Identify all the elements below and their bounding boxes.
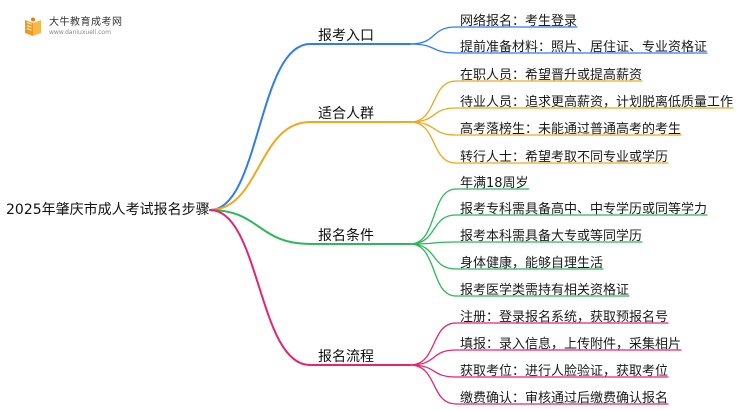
- leaf-node: 报考本科需具备大专或等同学历: [460, 229, 643, 244]
- leaf-connector: [409, 214, 708, 245]
- leaf-node: 缴费确认：审核通过后缴费确认报名: [460, 391, 669, 406]
- leaf-node: 年满18周岁: [460, 176, 529, 191]
- leaf-node: 报考医学类需持有相关资格证: [460, 283, 630, 298]
- leaf-node: 在职人员：希望晋升或提高薪资: [460, 68, 643, 83]
- leaf-connector: [409, 121, 669, 164]
- branch-node: 报考入口: [318, 28, 374, 44]
- leaf-node: 网络报名：考生登录: [460, 14, 578, 29]
- leaf-node: 提前准备材料：照片、居住证、专业资格证: [460, 40, 708, 55]
- leaf-node: 转行人士：希望考取不同专业或学历: [460, 150, 669, 165]
- leaf-node: 报考专科需具备高中、中专学历或同等学力: [460, 202, 708, 217]
- leaf-connector: [409, 322, 669, 366]
- branch-node: 适合人群: [318, 106, 374, 122]
- leaf-connector: [409, 188, 530, 245]
- branch-connector: [209, 121, 411, 211]
- book-logo-icon: [22, 16, 44, 38]
- leaf-connector: [409, 43, 708, 54]
- leaf-node: 待业人员：追求更高薪资，计划脱离低质量工作: [460, 95, 734, 110]
- branch-connector: [209, 209, 411, 245]
- leaf-connector: [409, 364, 669, 405]
- leaf-node: 填报：录入信息，上传附件，采集相片: [460, 337, 682, 352]
- logo-title: 大牛教育成考网: [49, 17, 123, 28]
- branch-connector: [209, 209, 411, 366]
- site-logo: 大牛教育成考网 www.daniuxueli.com: [22, 16, 123, 38]
- branch-connector: [209, 43, 411, 211]
- logo-url: www.daniuxueli.com: [49, 29, 111, 36]
- leaf-connector: [409, 26, 578, 45]
- root-node: 2025年肇庆市成人考试报名步骤: [6, 202, 210, 218]
- branch-node: 报名条件: [318, 228, 374, 244]
- leaf-node: 注册：登录报名系统，获取预报名号: [460, 310, 669, 325]
- leaf-connector: [409, 80, 643, 123]
- leaf-node: 身体健康，能够自理生活: [460, 256, 604, 271]
- leaf-node: 获取考位：进行人脸验证，获取考位: [460, 364, 669, 379]
- leaf-connector: [409, 349, 682, 366]
- leaf-connector: [409, 107, 734, 123]
- leaf-node: 高考落榜生：未能通过普通高考的考生: [460, 122, 682, 137]
- leaf-connector: [409, 243, 604, 270]
- leaf-connector: [409, 364, 669, 378]
- branch-node: 报名流程: [318, 349, 374, 365]
- leaf-connector: [409, 121, 682, 136]
- leaf-connector: [409, 243, 630, 297]
- leaf-connector: [409, 241, 643, 245]
